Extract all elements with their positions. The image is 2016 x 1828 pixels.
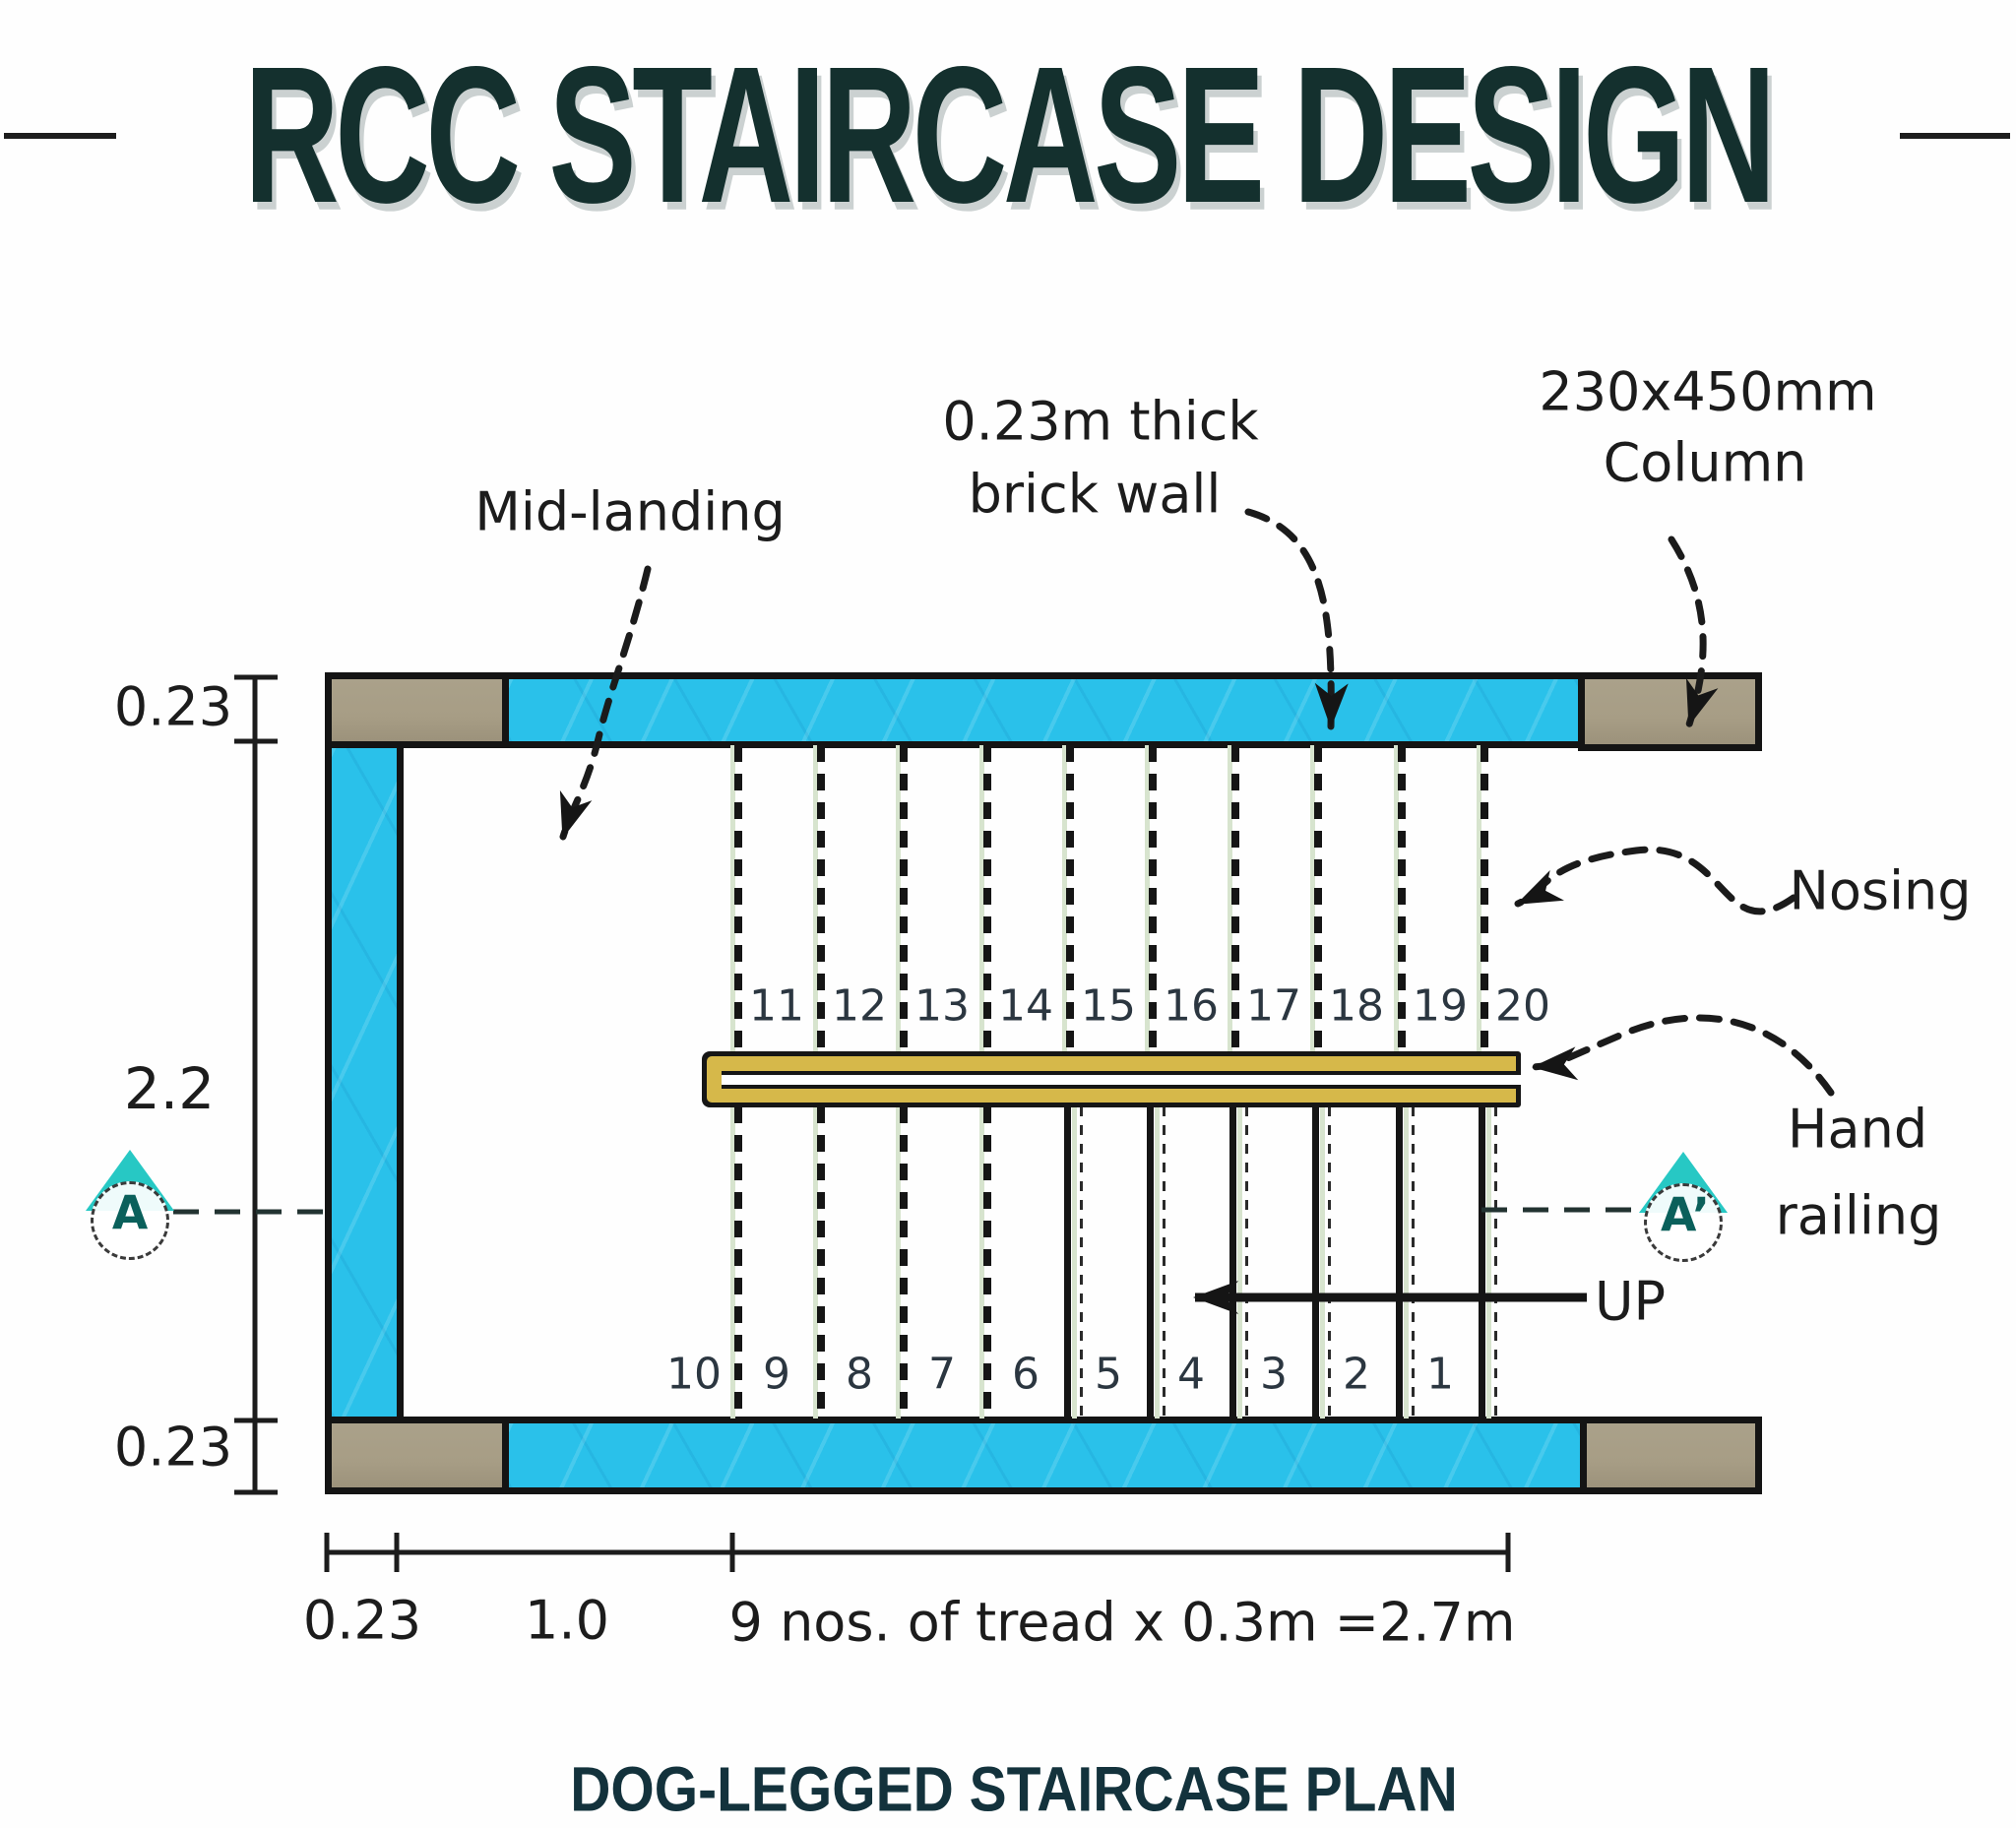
wall-left bbox=[325, 741, 404, 1423]
label-hand-railing-line1: Hand bbox=[1787, 1098, 1928, 1161]
leader-nosing bbox=[1514, 846, 1797, 915]
tread-number: 6 bbox=[1012, 1349, 1040, 1400]
tread-nosing-line bbox=[812, 745, 834, 1053]
wall-top bbox=[502, 672, 1585, 748]
section-marker-a-circle bbox=[91, 1181, 169, 1260]
dim-left-middle: 2.2 bbox=[123, 1055, 216, 1122]
tread-nosing-line bbox=[729, 1106, 751, 1418]
tread-number: 13 bbox=[914, 980, 970, 1032]
tread-nosing-line bbox=[1061, 745, 1083, 1053]
tread-edge-line bbox=[1144, 1106, 1166, 1418]
hand-railing-slot bbox=[722, 1070, 1521, 1089]
dimension-line-bottom bbox=[324, 1533, 1511, 1572]
tread-number: 15 bbox=[1081, 980, 1136, 1032]
dim-left-top: 0.23 bbox=[113, 675, 233, 738]
label-nosing: Nosing bbox=[1789, 859, 1972, 922]
tread-nosing-line bbox=[812, 1106, 834, 1418]
dim-left-bottom: 0.23 bbox=[113, 1416, 233, 1479]
tread-number: 14 bbox=[998, 980, 1053, 1032]
tread-number: 5 bbox=[1095, 1349, 1122, 1400]
label-hand-railing-line2: railing bbox=[1775, 1184, 1942, 1247]
tread-edge-line bbox=[1476, 1106, 1497, 1418]
label-column-line2: Column bbox=[1603, 431, 1807, 494]
tread-nosing-line bbox=[895, 1106, 916, 1418]
label-column-line1: 230x450mm bbox=[1539, 360, 1877, 423]
column-top-left bbox=[325, 672, 509, 748]
tread-number: 9 bbox=[763, 1349, 790, 1400]
tread-number: 11 bbox=[749, 980, 804, 1032]
hand-railing-bar bbox=[702, 1051, 1521, 1107]
tread-number: 10 bbox=[666, 1349, 722, 1400]
column-bottom-left bbox=[325, 1417, 509, 1494]
label-brick-wall-line1: 0.23m thick bbox=[942, 390, 1259, 453]
tread-nosing-line bbox=[978, 745, 1000, 1053]
tread-nosing-line bbox=[1144, 745, 1166, 1053]
tread-edge-line bbox=[1227, 1106, 1248, 1418]
section-marker-a-label: A bbox=[111, 1186, 149, 1241]
tread-nosing-line bbox=[1227, 745, 1248, 1053]
tread-nosing-line bbox=[978, 1106, 1000, 1418]
tread-number: 4 bbox=[1177, 1349, 1205, 1400]
column-bottom-right bbox=[1580, 1417, 1762, 1494]
title-rule-left bbox=[4, 133, 116, 139]
plan-caption: DOG-LEGGED STAIRCASE PLAN bbox=[570, 1754, 1458, 1825]
tread-nosing-line bbox=[1476, 745, 1497, 1053]
tread-number: 19 bbox=[1413, 980, 1468, 1032]
dim-bottom-wall: 0.23 bbox=[302, 1589, 422, 1652]
wall-bottom bbox=[502, 1417, 1587, 1494]
section-marker-a2-label: A’ bbox=[1661, 1188, 1710, 1243]
tread-number: 3 bbox=[1260, 1349, 1288, 1400]
dim-bottom-landing: 1.0 bbox=[525, 1589, 609, 1652]
dim-bottom-treads: 9 nos. of tread x 0.3m =2.7m bbox=[728, 1591, 1516, 1654]
label-brick-wall-line2: brick wall bbox=[968, 463, 1222, 526]
tread-nosing-line bbox=[1309, 745, 1331, 1053]
tread-number: 18 bbox=[1329, 980, 1384, 1032]
tread-edge-line bbox=[1309, 1106, 1331, 1418]
tread-nosing-line bbox=[729, 745, 751, 1053]
tread-number: 12 bbox=[832, 980, 887, 1032]
tread-nosing-line bbox=[895, 745, 916, 1053]
tread-number: 8 bbox=[846, 1349, 873, 1400]
leader-hand-railing bbox=[1530, 1014, 1835, 1097]
tread-number: 20 bbox=[1495, 980, 1550, 1032]
tread-number: 16 bbox=[1164, 980, 1219, 1032]
tread-number: 7 bbox=[928, 1349, 956, 1400]
dimension-line-left bbox=[234, 674, 278, 1495]
title-rule-right bbox=[1900, 133, 2010, 139]
tread-edge-line bbox=[1061, 1106, 1083, 1418]
tread-nosing-line bbox=[1393, 745, 1415, 1053]
label-mid-landing: Mid-landing bbox=[474, 480, 786, 543]
tread-edge-line bbox=[1393, 1106, 1415, 1418]
tread-number: 2 bbox=[1343, 1349, 1370, 1400]
page-title: RCC STAIRCASE DESIGN bbox=[244, 26, 1776, 244]
tread-number: 1 bbox=[1426, 1349, 1454, 1400]
label-up: UP bbox=[1595, 1270, 1667, 1333]
column-top-right bbox=[1578, 672, 1762, 751]
section-marker-a2-circle bbox=[1644, 1183, 1723, 1262]
tread-number: 17 bbox=[1246, 980, 1301, 1032]
